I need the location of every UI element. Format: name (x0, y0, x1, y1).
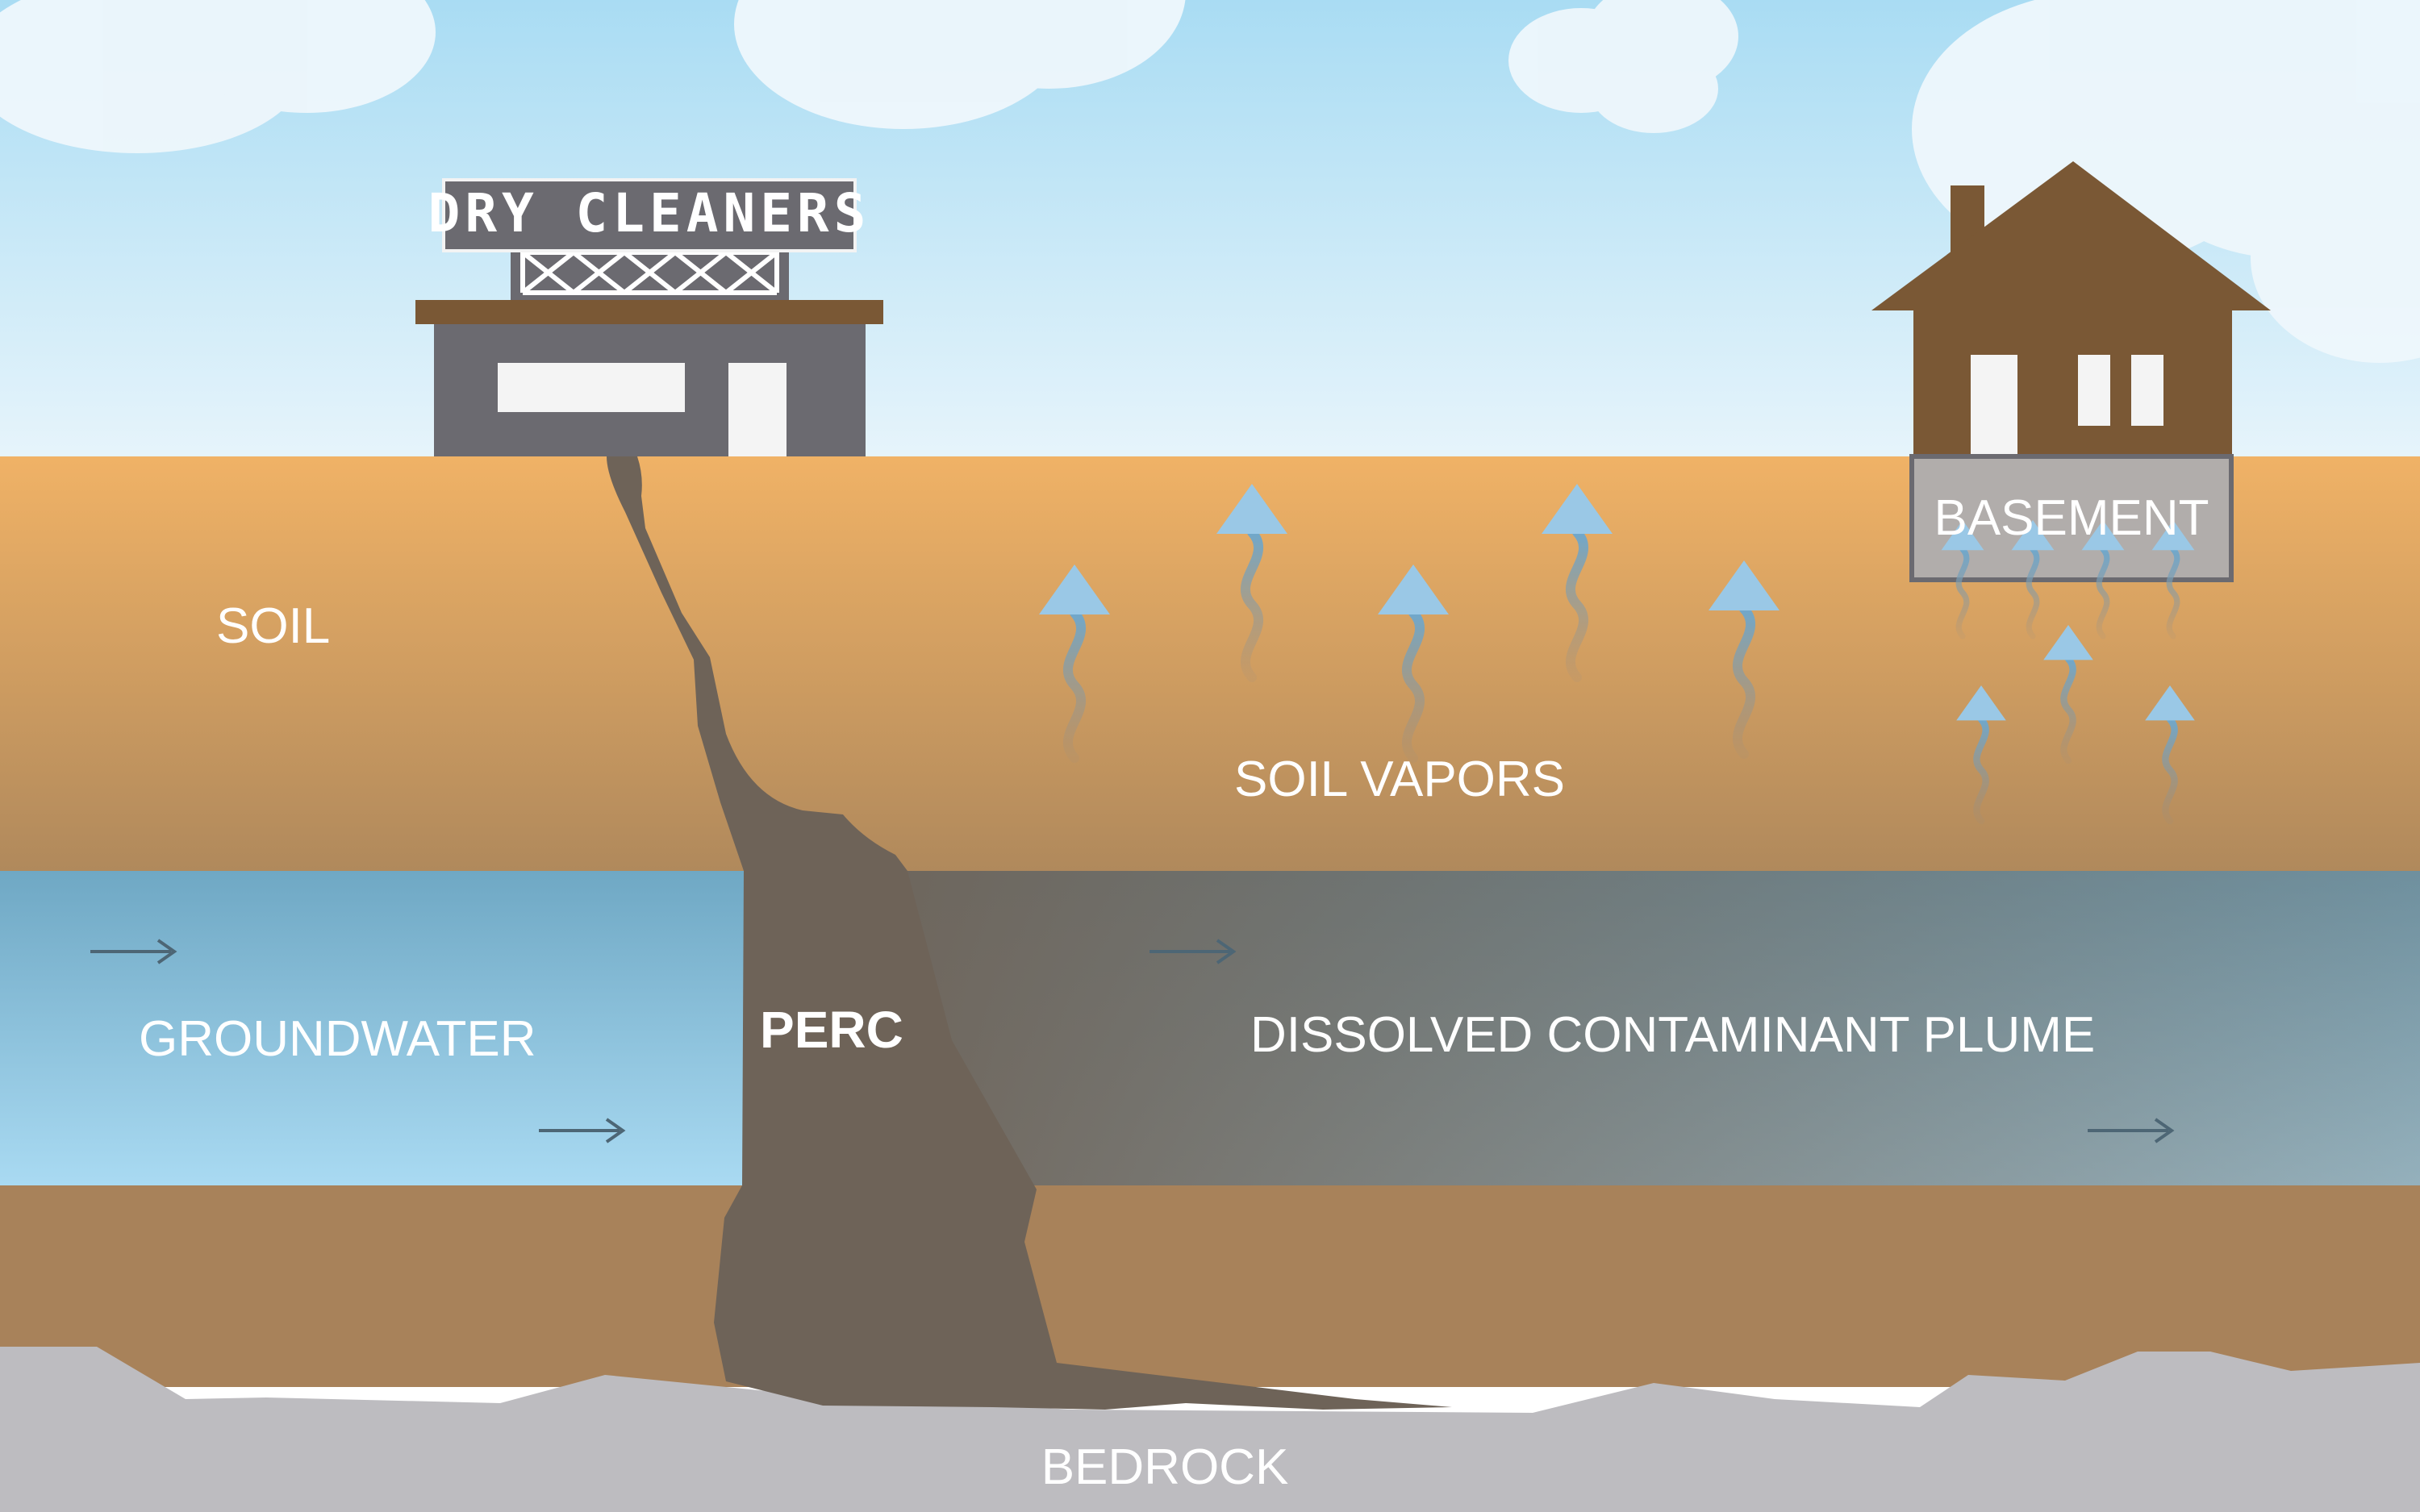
building-roof (415, 300, 883, 324)
house-window-left (2078, 355, 2110, 426)
bedrock-layer (0, 1347, 2420, 1512)
perc-label: PERC (760, 1001, 903, 1059)
basement-label: BASEMENT (1934, 490, 2209, 546)
house-window-right (2131, 355, 2163, 426)
building-window (498, 363, 685, 412)
soil-label: SOIL (216, 598, 330, 654)
house (1871, 161, 2271, 582)
groundwater-label: GROUNDWATER (139, 1011, 536, 1067)
soil-vapors-label: SOIL VAPORS (1234, 752, 1565, 807)
house-roof (1871, 161, 2271, 310)
house-wall (1913, 306, 2232, 456)
sign-label: DRY CLEANERS (428, 182, 871, 244)
clouds (0, 0, 2420, 363)
bedrock-label: BEDROCK (1041, 1439, 1289, 1495)
sign-board (442, 178, 857, 252)
building-door (728, 363, 786, 456)
lower-soil-layer (0, 1185, 2420, 1387)
perc-contaminant (607, 456, 1452, 1410)
dry-cleaners-building: DRY CLEANERS (415, 178, 883, 456)
plume-label: DISSOLVED CONTAMINANT PLUME (1250, 1007, 2095, 1063)
house-door (1971, 355, 2017, 456)
